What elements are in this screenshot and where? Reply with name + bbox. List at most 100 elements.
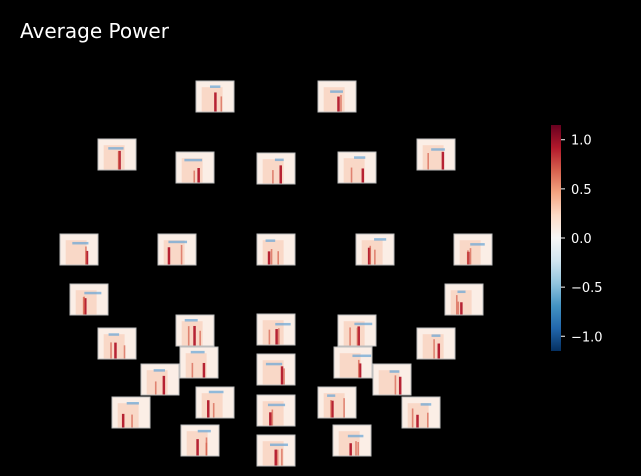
tile-red-stripe — [202, 362, 206, 378]
tile-red-stripe — [455, 295, 458, 315]
tile-frame — [140, 363, 180, 396]
tile-blue-streak — [270, 443, 288, 447]
tile-blue-streak — [126, 402, 139, 405]
tile-red-stripe — [281, 448, 283, 466]
sensor-tile — [317, 386, 357, 419]
tile-red-stripe — [214, 92, 217, 112]
tile-blue-streak — [84, 291, 102, 295]
tile-frame — [416, 138, 456, 171]
tile-red-stripe — [416, 414, 419, 428]
tile-blue-streak — [267, 403, 286, 407]
tile-red-stripe — [180, 244, 183, 265]
tile-frame — [195, 386, 235, 419]
tile-red-stripe — [357, 359, 360, 378]
tile-red-stripe — [361, 168, 365, 183]
tile-frame — [317, 386, 357, 419]
tile-frame — [256, 353, 296, 386]
tile-red-stripe — [349, 443, 352, 456]
sensor-tile — [195, 80, 235, 113]
tile-frame — [175, 151, 215, 184]
tile-red-stripe — [280, 366, 284, 385]
tile-frame — [97, 327, 137, 360]
tile-red-stripe — [469, 248, 472, 265]
tile-blue-streak — [354, 156, 366, 159]
tile-red-stripe — [279, 165, 282, 184]
tile-wash — [343, 158, 365, 183]
tile-red-stripe — [193, 170, 196, 183]
tile-frame — [97, 138, 137, 171]
tile-red-stripe — [85, 246, 87, 265]
tile-blue-streak — [168, 240, 188, 244]
sensor-tile — [180, 424, 220, 457]
tile-wash — [181, 158, 203, 183]
tile-wash — [323, 393, 345, 418]
sensor-tile — [355, 233, 395, 266]
tile-red-stripe — [205, 437, 208, 456]
tile-red-stripe — [411, 408, 414, 428]
sensor-tile — [195, 386, 235, 419]
tile-blue-streak — [184, 319, 198, 322]
tile-blue-streak — [72, 241, 89, 245]
tile-red-stripe — [196, 439, 199, 456]
sensor-tiles — [59, 80, 493, 467]
tile-red-stripe — [357, 441, 359, 456]
tile-blue-streak — [327, 394, 336, 397]
sensor-tile — [337, 151, 377, 184]
tile-blue-streak — [265, 239, 276, 242]
sensor-tile — [416, 327, 456, 360]
tile-frame — [111, 396, 151, 429]
tile-frame — [337, 151, 377, 184]
tile-frame — [69, 283, 109, 316]
tile-blue-streak — [347, 434, 364, 438]
tile-red-stripe — [268, 329, 271, 345]
tile-red-stripe — [274, 449, 278, 466]
tile-red-stripe — [278, 328, 280, 345]
sensor-tile — [59, 233, 99, 266]
tile-red-stripe — [350, 167, 353, 183]
tile-red-stripe — [460, 302, 463, 315]
sensor-tile — [401, 396, 441, 429]
tile-wash — [201, 87, 223, 112]
tile-red-stripe — [269, 412, 272, 426]
tile-wash — [262, 401, 284, 426]
tile-frame — [317, 80, 357, 113]
tile-frame — [355, 233, 395, 266]
tile-red-stripe — [277, 251, 280, 265]
tile-wash — [65, 240, 87, 265]
tile-red-stripe — [191, 362, 194, 378]
colorbar-tick-label: 0.0 — [571, 232, 592, 247]
sensor-tile — [256, 152, 296, 185]
tile-wash — [185, 353, 207, 378]
tile-red-stripe — [374, 249, 376, 265]
tile-wash — [103, 334, 125, 359]
tile-red-stripe — [199, 330, 201, 346]
tile-wash — [262, 360, 284, 385]
sensor-tile — [333, 346, 373, 379]
tile-red-stripe — [433, 339, 435, 359]
tile-red-stripe — [427, 153, 429, 170]
tile-red-stripe — [355, 441, 357, 456]
tile-red-stripe — [271, 409, 274, 426]
tile-red-stripe — [123, 345, 126, 359]
tile-red-stripe — [212, 403, 215, 418]
chart-title: Average Power — [20, 19, 170, 43]
tile-red-stripe — [162, 375, 166, 395]
tile-red-stripe — [343, 398, 345, 418]
tile-red-stripe — [349, 327, 351, 346]
tile-wash — [378, 370, 400, 395]
sensor-tile — [97, 138, 137, 171]
tile-wash — [201, 393, 223, 418]
sensor-tile — [175, 151, 215, 184]
sensor-tile — [157, 233, 197, 266]
colorbar-ticks: 1.00.50.0−0.5−1.0 — [561, 134, 603, 345]
tile-frame — [337, 314, 377, 347]
tile-red-stripe — [340, 94, 342, 112]
tile-red-stripe — [82, 297, 85, 315]
tile-red-stripe — [427, 412, 429, 428]
tile-wash — [262, 240, 284, 265]
tile-blue-streak — [374, 238, 387, 241]
sensor-tile — [175, 314, 215, 347]
sensor-tile — [444, 283, 484, 316]
tile-blue-streak — [153, 369, 166, 372]
tile-blue-streak — [190, 350, 205, 354]
